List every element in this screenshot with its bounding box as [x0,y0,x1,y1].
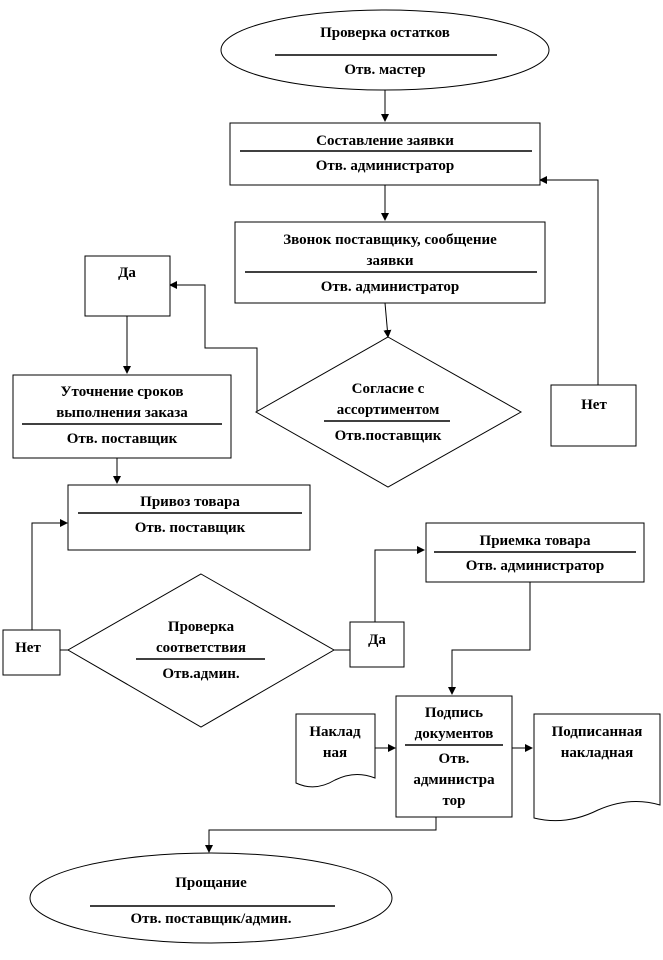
node-call-supplier-title-2: заявки [366,253,413,269]
node-yes-mid-label: Да [368,632,386,648]
node-farewell-title: Прощание [175,875,247,891]
node-sign-docs-resp-1: Отв. [439,751,470,767]
node-call-supplier-title-1: Звонок поставщику, сообщение [283,232,497,248]
node-no-left: Нет [2,629,61,676]
node-check-stock-resp: Отв. мастер [344,62,425,78]
node-accept: Приемка товара Отв. администратор [425,522,645,583]
arrow-assortment-to-yes [169,281,258,412]
node-sign-docs: Подпись документов Отв. администра тор [395,695,513,818]
node-farewell-resp: Отв. поставщик/админ. [130,911,291,927]
node-farewell: Прощание Отв. поставщик/админ. [29,852,393,944]
node-signed-invoice: Подписанная накладная [533,713,661,822]
node-no-right-label: Нет [581,397,607,413]
node-yes-top: Да [84,255,171,317]
node-delivery: Привоз товара Отв. поставщик [67,484,311,551]
arrow-sign-to-farewell [205,817,437,853]
node-yes-mid: Да [349,621,405,668]
node-check-conformity-title-2: соответствия [156,640,246,656]
node-invoice-line-2: ная [323,745,347,761]
node-check-stock-title: Проверка остатков [320,25,450,41]
node-signed-invoice-line-1: Подписанная [552,724,643,740]
arrow-no-to-delivery [31,519,68,630]
node-delivery-title: Привоз товара [140,494,240,510]
node-yes-top-label: Да [118,265,136,281]
node-assortment-resp: Отв.поставщик [335,428,442,444]
node-clarify-terms-title-1: Уточнение сроков [61,384,184,400]
arrow-no-to-order [539,176,599,385]
node-make-order-resp: Отв. администратор [316,158,455,174]
node-delivery-resp: Отв. поставщик [135,520,246,536]
node-call-supplier: Звонок поставщику, сообщение заявки Отв.… [234,221,546,304]
node-check-conformity: Проверка соответствия Отв.админ. [66,573,336,728]
node-accept-title: Приемка товара [480,533,591,549]
node-sign-docs-resp-3: тор [442,793,465,809]
node-invoice: Наклад ная [295,713,376,788]
arrow-accept-to-sign [448,582,531,695]
node-call-supplier-resp: Отв. администратор [321,279,460,295]
node-clarify-terms-title-2: выполнения заказа [56,405,188,421]
arrow-call-to-assortment [383,302,392,338]
node-assortment: Согласие с ассортиментом Отв.поставщик [254,336,523,488]
node-signed-invoice-line-2: накладная [561,745,634,761]
node-check-conformity-resp: Отв.админ. [162,666,239,682]
node-no-left-label: Нет [15,640,41,656]
node-check-stock: Проверка остатков Отв. мастер [220,9,550,91]
node-check-conformity-title-1: Проверка [168,619,235,635]
node-clarify-terms-resp: Отв. поставщик [67,431,178,447]
node-invoice-line-1: Наклад [309,724,361,740]
arrow-yes-to-accept [374,546,425,622]
node-sign-docs-line-1: Подпись [425,705,483,721]
node-assortment-title-2: ассортиментом [337,402,440,418]
node-sign-docs-resp-2: администра [413,772,495,788]
node-sign-docs-line-2: документов [415,726,494,742]
node-assortment-title-1: Согласие с [352,381,425,397]
node-accept-resp: Отв. администратор [466,558,605,574]
node-clarify-terms: Уточнение сроков выполнения заказа Отв. … [12,374,232,459]
node-make-order: Составление заявки Отв. администратор [229,122,541,186]
node-no-right: Нет [550,384,637,447]
connectors [31,90,599,853]
node-make-order-title: Составление заявки [316,133,454,149]
